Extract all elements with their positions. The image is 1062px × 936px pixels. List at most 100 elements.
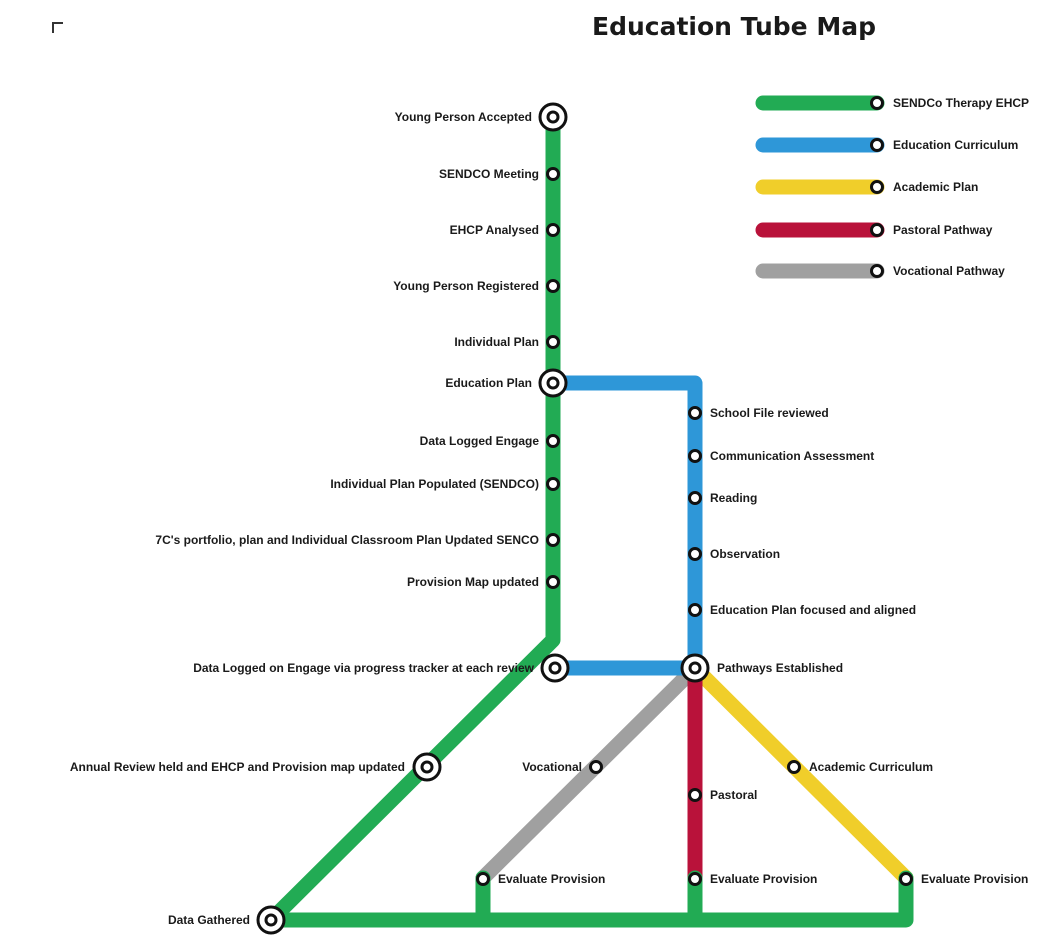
station-observation: Observation bbox=[688, 547, 780, 561]
corner-mark bbox=[52, 22, 63, 33]
legend-label-green: SENDCo Therapy EHCP bbox=[893, 96, 1029, 110]
station-label: Young Person Accepted bbox=[395, 110, 532, 124]
station-label: EHCP Analysed bbox=[450, 223, 539, 237]
station-label: Provision Map updated bbox=[407, 575, 539, 589]
station-evaluate-provision-vocational: Evaluate Provision bbox=[476, 872, 605, 886]
interchange-inner-icon bbox=[546, 110, 560, 124]
station-label: Annual Review held and EHCP and Provisio… bbox=[70, 760, 405, 774]
station-icon bbox=[589, 760, 603, 774]
legend-item-blue: Education Curriculum bbox=[755, 137, 1018, 153]
station-education-plan-focused: Education Plan focused and aligned bbox=[688, 603, 916, 617]
station-label: Academic Curriculum bbox=[809, 760, 933, 774]
station-data-logged-engage: Data Logged Engage bbox=[420, 434, 560, 448]
interchange-inner-icon bbox=[264, 913, 278, 927]
page-title: Education Tube Map bbox=[592, 12, 876, 41]
station-label: Communication Assessment bbox=[710, 449, 874, 463]
station-icon bbox=[546, 477, 560, 491]
station-school-file-reviewed: School File reviewed bbox=[688, 406, 829, 420]
station-annual-review: Annual Review held and EHCP and Provisio… bbox=[70, 752, 442, 782]
station-icon bbox=[546, 223, 560, 237]
station-label: Data Logged Engage bbox=[420, 434, 540, 448]
station-label: School File reviewed bbox=[710, 406, 829, 420]
station-icon bbox=[688, 788, 702, 802]
station-icon bbox=[688, 603, 702, 617]
station-label: Vocational bbox=[522, 760, 582, 774]
legend-item-red: Pastoral Pathway bbox=[755, 222, 993, 238]
station-icon bbox=[688, 406, 702, 420]
station-icon bbox=[546, 279, 560, 293]
legend-station-icon bbox=[870, 96, 884, 110]
station-communication-assessment: Communication Assessment bbox=[688, 449, 874, 463]
station-reading: Reading bbox=[688, 491, 757, 505]
station-vocational: Vocational bbox=[522, 760, 603, 774]
station-label: Data Logged on Engage via progress track… bbox=[193, 661, 534, 675]
station-ehcp-analysed: EHCP Analysed bbox=[450, 223, 560, 237]
station-label: Data Gathered bbox=[168, 913, 250, 927]
station-label: 7C's portfolio, plan and Individual Clas… bbox=[155, 533, 539, 547]
station-education-plan: Education Plan bbox=[445, 368, 568, 398]
track-gray-vocational bbox=[475, 660, 703, 886]
legend-item-gray: Vocational Pathway bbox=[755, 263, 1005, 279]
station-icon bbox=[688, 547, 702, 561]
station-icon bbox=[688, 872, 702, 886]
station-young-person-accepted: Young Person Accepted bbox=[395, 102, 568, 132]
interchange-inner-icon bbox=[420, 760, 434, 774]
station-academic-curriculum: Academic Curriculum bbox=[787, 760, 933, 774]
station-label: Pastoral bbox=[710, 788, 757, 802]
track-yellow-academic bbox=[687, 660, 914, 886]
station-label: Pathways Established bbox=[717, 661, 843, 675]
station-icon bbox=[546, 167, 560, 181]
station-pastoral: Pastoral bbox=[688, 788, 757, 802]
station-label: SENDCO Meeting bbox=[439, 167, 539, 181]
station-evaluate-provision-pastoral: Evaluate Provision bbox=[688, 872, 817, 886]
interchange-inner-icon bbox=[548, 661, 562, 675]
station-icon bbox=[546, 533, 560, 547]
legend: SENDCo Therapy EHCP Education Curriculum… bbox=[755, 95, 1029, 279]
legend-item-yellow: Academic Plan bbox=[755, 179, 978, 195]
interchange-inner-icon bbox=[546, 376, 560, 390]
station-provision-map-updated: Provision Map updated bbox=[407, 575, 560, 589]
station-icon bbox=[546, 575, 560, 589]
station-icon bbox=[688, 491, 702, 505]
station-label: Evaluate Provision bbox=[498, 872, 605, 886]
station-young-person-registered: Young Person Registered bbox=[393, 279, 560, 293]
station-icon bbox=[546, 434, 560, 448]
station-label: Evaluate Provision bbox=[710, 872, 817, 886]
station-label: Education Plan bbox=[445, 376, 532, 390]
station-evaluate-provision-academic: Evaluate Provision bbox=[899, 872, 1028, 886]
legend-station-icon bbox=[870, 138, 884, 152]
station-label: Education Plan focused and aligned bbox=[710, 603, 916, 617]
interchange-inner-icon bbox=[688, 661, 702, 675]
station-label: Evaluate Provision bbox=[921, 872, 1028, 886]
station-icon bbox=[688, 449, 702, 463]
legend-station-icon bbox=[870, 180, 884, 194]
station-label: Young Person Registered bbox=[393, 279, 539, 293]
stations-green: Young Person Accepted SENDCO Meeting EHC… bbox=[70, 102, 570, 935]
station-icon bbox=[899, 872, 913, 886]
station-data-gathered: Data Gathered bbox=[168, 905, 286, 935]
station-label: Observation bbox=[710, 547, 780, 561]
station-icon bbox=[476, 872, 490, 886]
legend-station-icon bbox=[870, 264, 884, 278]
station-icon bbox=[546, 335, 560, 349]
station-individual-plan-populated: Individual Plan Populated (SENDCO) bbox=[330, 477, 560, 491]
station-individual-plan: Individual Plan bbox=[454, 335, 560, 349]
station-pathways-established: Pathways Established bbox=[680, 653, 843, 683]
station-label: Individual Plan bbox=[454, 335, 539, 349]
stations-pathways: Vocational Pastoral Academic Curriculum … bbox=[476, 760, 1028, 886]
stations-blue: School File reviewed Communication Asses… bbox=[680, 406, 916, 683]
legend-label-yellow: Academic Plan bbox=[893, 180, 978, 194]
station-label: Individual Plan Populated (SENDCO) bbox=[330, 477, 539, 491]
legend-item-green: SENDCo Therapy EHCP bbox=[755, 95, 1029, 111]
station-icon bbox=[787, 760, 801, 774]
station-data-logged-review: Data Logged on Engage via progress track… bbox=[193, 653, 570, 683]
track-blue-curriculum bbox=[545, 375, 703, 676]
legend-label-red: Pastoral Pathway bbox=[893, 223, 993, 237]
station-sendco-meeting: SENDCO Meeting bbox=[439, 167, 560, 181]
legend-label-gray: Vocational Pathway bbox=[893, 264, 1005, 278]
station-label: Reading bbox=[710, 491, 757, 505]
legend-label-blue: Education Curriculum bbox=[893, 138, 1018, 152]
legend-station-icon bbox=[870, 223, 884, 237]
